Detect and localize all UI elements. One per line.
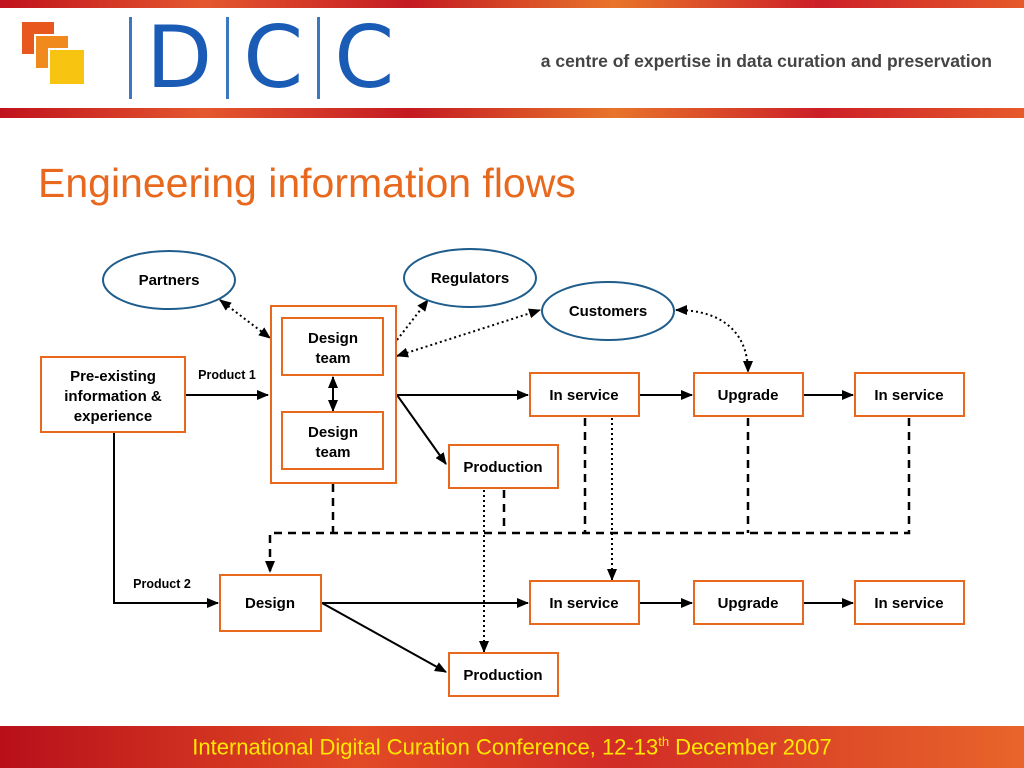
pre-existing-label: experience [74, 408, 152, 425]
regulators-link [396, 299, 429, 341]
in-service-label: In service [874, 595, 943, 612]
upgrade-box [693, 580, 804, 625]
design-team-label: Design [308, 330, 358, 347]
footer-band [0, 726, 1024, 768]
in-service-label: In service [549, 595, 618, 612]
feedback-dashed [265, 418, 911, 573]
regulators-ellipse [403, 248, 537, 308]
in-service-box [854, 372, 965, 417]
page-title: Engineering information flows [38, 160, 576, 206]
upgrade-label: Upgrade [718, 387, 779, 404]
header-tagline: a centre of expertise in data curation a… [540, 51, 992, 71]
footer-text-end: December 2007 [669, 734, 832, 760]
in-service-box [529, 580, 640, 625]
logo-letter-c: C [243, 8, 304, 108]
footer-conference-text: International Digital Curation Conferenc… [0, 734, 1024, 760]
flow-arrow [113, 433, 219, 608]
customers-upgrade-link [675, 305, 753, 373]
logo-divider [129, 17, 132, 99]
design-team-box [281, 317, 384, 376]
product-2-label: Product 2 [133, 577, 191, 591]
production-label: Production [463, 459, 542, 476]
in-service-box [854, 580, 965, 625]
design-team-box [281, 411, 384, 470]
production-box [448, 652, 559, 697]
product-1-label: Product 1 [198, 368, 256, 382]
design-box [219, 574, 322, 632]
production-box [448, 444, 559, 489]
upgrade-box [693, 372, 804, 417]
upgrade-label: Upgrade [718, 595, 779, 612]
footer-text-sup: th [658, 734, 670, 749]
design-team-container [270, 305, 397, 484]
pre-existing-label: information & [64, 388, 162, 405]
flow-arrow [396, 394, 447, 465]
dcc-logo-text: D C C [115, 12, 394, 104]
design-team-label: team [315, 350, 350, 367]
header-bottom-band [0, 108, 1024, 118]
production-label: Production [463, 667, 542, 684]
partners-label: Partners [139, 272, 200, 289]
logo-letter-c: C [334, 8, 395, 108]
pre-existing-box [40, 356, 186, 433]
design-team-label: Design [308, 424, 358, 441]
design-team-label: team [315, 444, 350, 461]
logo-divider [317, 17, 321, 99]
customers-ellipse [541, 281, 675, 341]
flow-arrow [321, 602, 447, 673]
customers-label: Customers [569, 303, 647, 320]
pre-existing-label: Pre-existing [70, 368, 156, 385]
dcc-logo-icon [22, 22, 92, 92]
logo-divider [226, 17, 230, 99]
in-service-box [529, 372, 640, 417]
partners-ellipse [102, 250, 236, 310]
in-service-label: In service [549, 387, 618, 404]
header-top-band [0, 0, 1024, 8]
partners-link [219, 299, 271, 339]
design-label: Design [245, 595, 295, 612]
in-service-label: In service [874, 387, 943, 404]
logo-letter-d: D [146, 8, 213, 108]
regulators-label: Regulators [431, 270, 509, 287]
customers-link [396, 308, 541, 358]
footer-text-main: International Digital Curation Conferenc… [192, 734, 659, 760]
